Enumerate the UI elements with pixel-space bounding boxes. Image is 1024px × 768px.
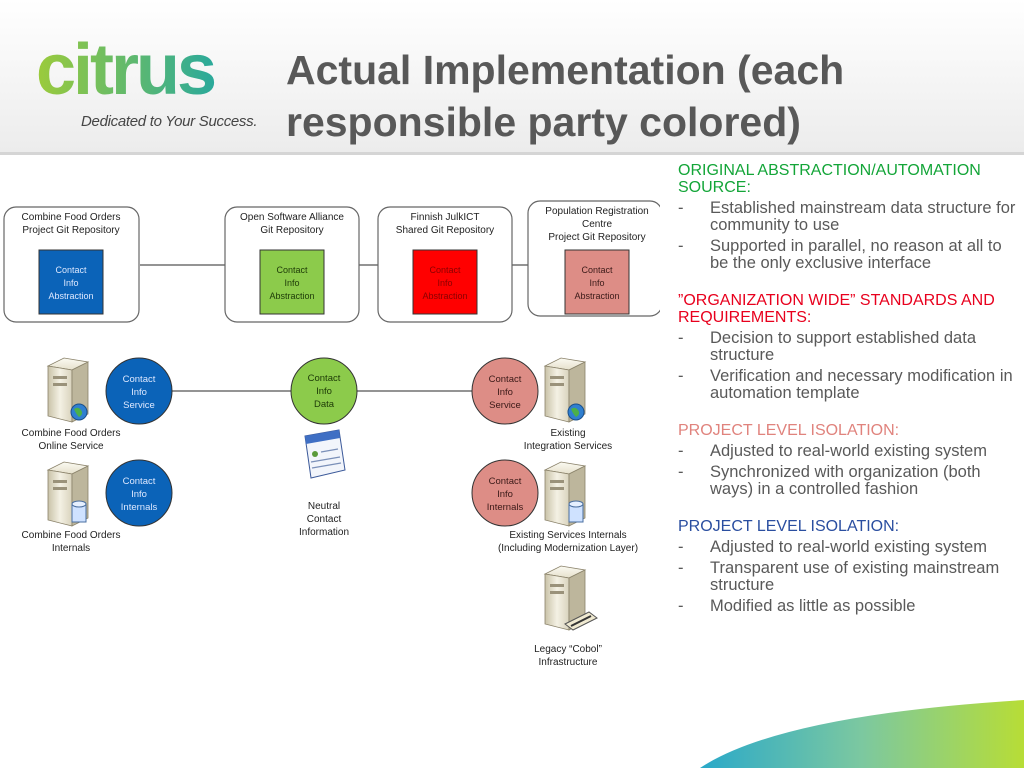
node-contact-info-data: Contact Info Data — [290, 357, 358, 425]
caption-legacy: Legacy “Cobol” — [534, 644, 602, 655]
caption-existing: Existing — [550, 428, 585, 439]
box-label: Info — [589, 278, 604, 288]
caption-neutral: Neutral — [308, 501, 340, 512]
box-label: Contact — [429, 265, 461, 275]
box-label: Abstraction — [269, 291, 314, 301]
bullet-item: Adjusted to real-world existing system — [678, 539, 1018, 557]
box-label: Contact — [55, 265, 87, 275]
svg-text:Info: Info — [131, 387, 147, 398]
svg-text:Contact: Contact — [308, 373, 341, 384]
svg-text:Service: Service — [123, 400, 155, 411]
bullet-item: Decision to support established data str… — [678, 330, 1018, 364]
caption-neutral: Information — [299, 527, 349, 538]
svg-text:Contact: Contact — [123, 374, 156, 385]
section-heading: ORIGINAL ABSTRACTION/AUTOMATION SOURCE: — [678, 162, 981, 196]
caption-neutral: Contact — [307, 514, 342, 525]
repo-open-software-alliance: Open Software Alliance Git Repository Co… — [224, 206, 360, 323]
legacy-server-tape-icon — [543, 565, 598, 631]
caption-cfo-online: Online Service — [38, 441, 103, 452]
svg-text:Contact: Contact — [123, 476, 156, 487]
box-label: Info — [284, 278, 299, 288]
server-globe-icon — [46, 357, 90, 423]
node-existing-contact-info-service: Contact Info Service — [471, 357, 539, 425]
bullet-item: Verification and necessary modification … — [678, 368, 1018, 402]
node-existing-contact-info-internals: Contact Info Internals — [471, 459, 539, 527]
svg-text:Internals: Internals — [487, 502, 524, 513]
repo-subtitle: Centre — [582, 219, 612, 230]
svg-text:Info: Info — [497, 387, 513, 398]
box-label: Abstraction — [574, 291, 619, 301]
page-title: Actual Implementation (each responsible … — [286, 47, 845, 145]
header-divider — [0, 152, 1024, 155]
section-heading: PROJECT LEVEL ISOLATION: — [678, 518, 900, 535]
box-label: Contact — [276, 265, 308, 275]
box-label: Info — [437, 278, 452, 288]
repo-population-registration-centre: Population Registration Centre Project G… — [527, 200, 660, 317]
repo-title: Finnish JulkICT — [411, 212, 480, 223]
section-original-source: ORIGINAL ABSTRACTION/AUTOMATION SOURCE: … — [678, 162, 1018, 272]
server-globe-icon — [543, 357, 587, 423]
bullet-item: Supported in parallel, no reason at all … — [678, 238, 1018, 272]
server-database-icon — [46, 461, 90, 527]
repo-subtitle: Shared Git Repository — [396, 225, 494, 236]
svg-text:Contact: Contact — [489, 476, 522, 487]
repo-subtitle: Project Git Repository — [22, 225, 119, 236]
repo-finnish-julkict: Finnish JulkICT Shared Git Repository Co… — [377, 206, 513, 323]
repo-subtitle: Project Git Repository — [548, 232, 645, 243]
section-project-isolation-blue: PROJECT LEVEL ISOLATION: Adjusted to rea… — [678, 518, 1018, 615]
bullet-item: Synchronized with organization (both way… — [678, 464, 1018, 498]
repo-title: Population Registration — [545, 206, 648, 217]
caption-cfo-internals: Internals — [52, 543, 90, 554]
repo-title: Combine Food Orders — [22, 212, 121, 223]
caption-cfo-internals: Combine Food Orders — [22, 530, 121, 541]
bullet-item: Adjusted to real-world existing system — [678, 443, 1018, 461]
caption-existing-internals: (Including Modernization Layer) — [498, 543, 638, 554]
node-cfo-contact-info-service: Contact Info Service — [105, 357, 173, 425]
document-icon — [304, 429, 346, 479]
section-project-isolation-pink: PROJECT LEVEL ISOLATION: Adjusted to rea… — [678, 422, 1018, 498]
box-label: Abstraction — [422, 291, 467, 301]
section-heading: PROJECT LEVEL ISOLATION: — [678, 422, 900, 439]
svg-text:Info: Info — [131, 489, 147, 500]
caption-existing-internals: Existing Services Internals — [509, 530, 626, 541]
box-label: Abstraction — [48, 291, 93, 301]
bullet-item: Established mainstream data structure fo… — [678, 200, 1018, 234]
repo-title: Open Software Alliance — [240, 212, 344, 223]
svg-text:Internals: Internals — [121, 502, 158, 513]
svg-text:Info: Info — [497, 489, 513, 500]
node-cfo-contact-info-internals: Contact Info Internals — [105, 459, 173, 527]
bullet-item: Modified as little as possible — [678, 598, 1018, 616]
repo-subtitle: Git Repository — [260, 225, 323, 236]
architecture-diagram: Combine Food Orders Project Git Reposito… — [3, 200, 660, 668]
svg-text:Data: Data — [314, 399, 335, 410]
logo-tagline: Dedicated to Your Success. — [81, 113, 258, 130]
repo-combine-food-orders: Combine Food Orders Project Git Reposito… — [3, 206, 140, 323]
logo-wordmark: citrus — [36, 36, 215, 106]
box-label: Contact — [581, 265, 613, 275]
svg-text:Info: Info — [316, 386, 332, 397]
caption-legacy: Infrastructure — [539, 657, 598, 668]
svg-text:Service: Service — [489, 400, 521, 411]
svg-text:Contact: Contact — [489, 374, 522, 385]
server-database-icon — [543, 461, 587, 527]
explanation-panel: ORIGINAL ABSTRACTION/AUTOMATION SOURCE: … — [678, 162, 1018, 635]
section-heading: ”ORGANIZATION WIDE” STANDARDS AND REQUIR… — [678, 292, 995, 326]
caption-cfo-online: Combine Food Orders — [22, 428, 121, 439]
caption-existing: Integration Services — [524, 441, 612, 452]
box-label: Info — [63, 278, 78, 288]
slide-header — [0, 0, 1024, 153]
section-organization-wide: ”ORGANIZATION WIDE” STANDARDS AND REQUIR… — [678, 292, 1018, 402]
bullet-item: Transparent use of existing mainstream s… — [678, 560, 1018, 594]
citrus-logo: citrus — [36, 36, 218, 106]
